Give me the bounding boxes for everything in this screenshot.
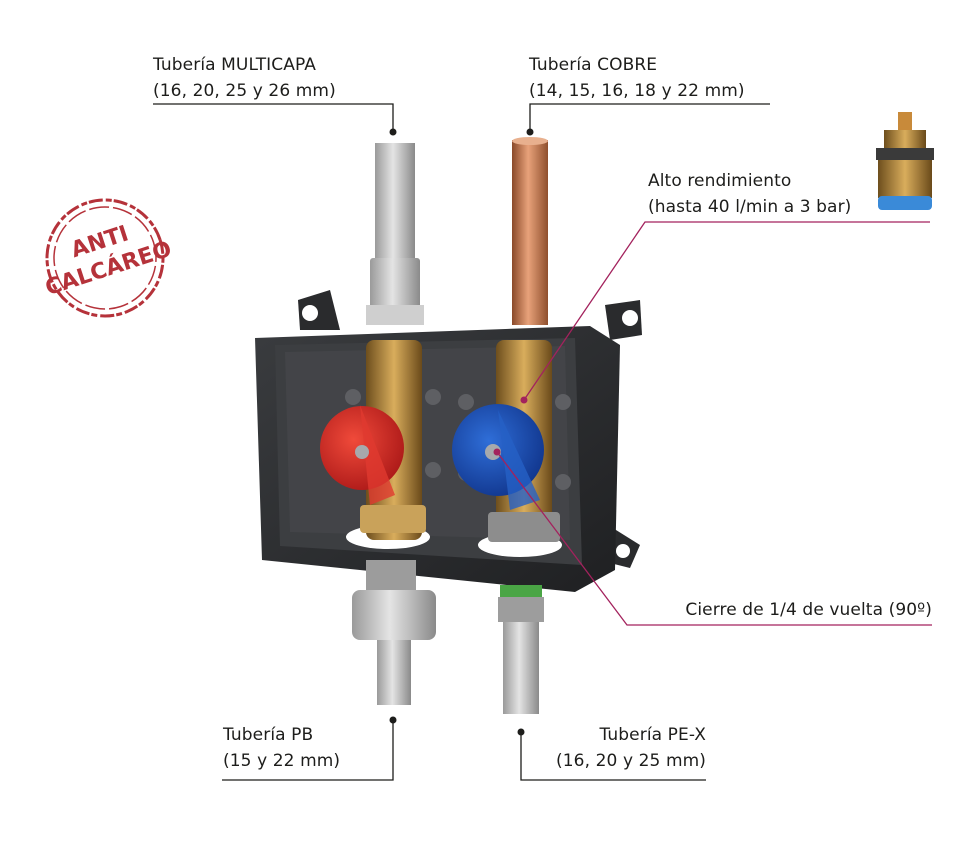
label-pex: Tubería PE-X (16, 20 y 25 mm) — [556, 722, 706, 774]
mounting-box — [255, 290, 642, 592]
multicapa-pipe — [366, 143, 424, 325]
label-pb-title: Tubería PB — [223, 725, 314, 745]
label-cobre: Tubería COBRE (14, 15, 16, 18 y 22 mm) — [529, 52, 745, 104]
label-cierre: Cierre de 1/4 de vuelta (90º) — [685, 597, 932, 623]
label-multicapa-sizes: (16, 20, 25 y 26 mm) — [153, 81, 336, 101]
leader-dot-pex — [517, 728, 525, 736]
label-pex-title: Tubería PE-X — [599, 725, 706, 745]
leader-dot-cobre — [526, 128, 534, 136]
hot-valve-handle — [320, 405, 404, 505]
leader-pb — [222, 720, 394, 781]
cobre-pipe — [512, 137, 548, 325]
leader-pex — [520, 732, 706, 781]
label-multicapa-title: Tubería MULTICAPA — [153, 55, 316, 75]
pb-pipe — [352, 560, 436, 705]
leader-dot-multicapa — [389, 128, 397, 136]
leader-multicapa — [153, 103, 394, 132]
label-pb-sizes: (15 y 22 mm) — [223, 751, 341, 771]
label-rendimiento-detail: (hasta 40 l/min a 3 bar) — [648, 197, 852, 217]
label-pex-sizes: (16, 20 y 25 mm) — [556, 751, 706, 771]
cartridge-image — [876, 112, 934, 210]
leader-cierre — [496, 451, 932, 626]
leader-dot-rendimiento — [520, 396, 528, 404]
anti-calcareo-stamp: ANTI CALCÁREO — [42, 198, 175, 318]
label-cobre-sizes: (14, 15, 16, 18 y 22 mm) — [529, 81, 745, 101]
label-cierre-title: Cierre de 1/4 de vuelta (90º) — [685, 600, 932, 620]
label-multicapa: Tubería MULTICAPA (16, 20, 25 y 26 mm) — [153, 52, 336, 104]
label-rendimiento: Alto rendimiento (hasta 40 l/min a 3 bar… — [648, 168, 851, 220]
label-pb: Tubería PB (15 y 22 mm) — [223, 722, 340, 774]
leader-rendimiento — [523, 221, 930, 401]
leader-dot-cierre — [493, 448, 501, 456]
leader-dot-pb — [389, 716, 397, 724]
label-rendimiento-title: Alto rendimiento — [648, 171, 792, 191]
leader-cobre — [529, 103, 770, 132]
pex-pipe — [498, 585, 544, 714]
label-cobre-title: Tubería COBRE — [529, 55, 658, 75]
